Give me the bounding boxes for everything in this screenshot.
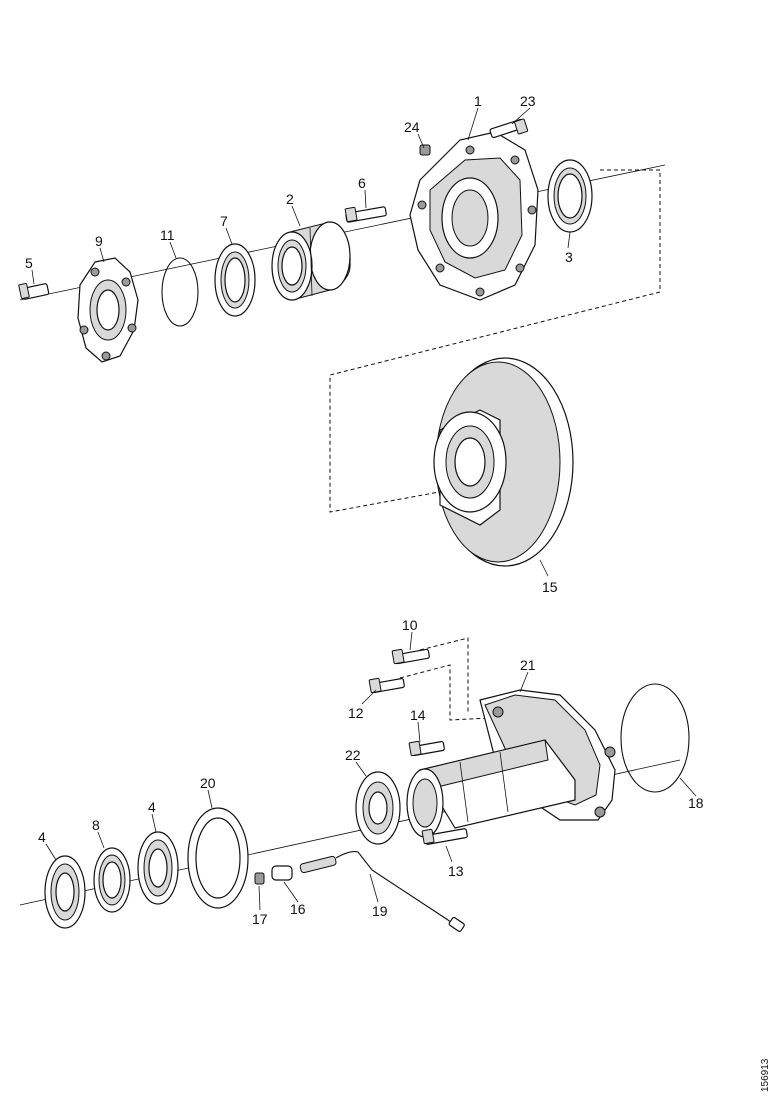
disc-dashed-bracket <box>329 291 661 513</box>
callout-8: 8 <box>92 817 100 833</box>
seal-part-22 <box>355 771 401 845</box>
bearing-ring-part-4-left <box>44 855 86 929</box>
callout-2: 2 <box>286 191 294 207</box>
callout-14: 14 <box>410 707 426 723</box>
hub-part-1 <box>409 131 539 301</box>
actuator-cylinder <box>406 739 576 838</box>
callout-19: 19 <box>372 903 388 919</box>
callout-10: 10 <box>402 617 418 633</box>
callout-6: 6 <box>358 175 366 191</box>
callout-16: 16 <box>290 901 306 917</box>
callout-4-right: 4 <box>148 799 156 815</box>
callout-4-left: 4 <box>38 829 46 845</box>
bolt-part-5 <box>18 283 50 300</box>
nut-part-17 <box>254 872 265 885</box>
leader-lines <box>31 107 697 911</box>
o-ring-part-18 <box>620 683 690 793</box>
callout-12: 12 <box>348 705 364 721</box>
sleeve-part-16 <box>271 865 293 881</box>
callout-13: 13 <box>448 863 464 879</box>
lower-dashed-bracket-12 <box>399 664 491 721</box>
callout-21: 21 <box>520 657 536 673</box>
bearing-ring-part-4-right <box>137 831 179 905</box>
callout-17: 17 <box>252 911 268 927</box>
bolt-part-23 <box>489 118 529 139</box>
stud-part-13 <box>421 828 468 845</box>
shim-ring-part-20 <box>187 807 249 909</box>
callout-3: 3 <box>565 249 573 265</box>
figure-id: 156913 <box>760 1058 771 1092</box>
flange-part-9 <box>77 257 139 363</box>
bolt-part-14 <box>408 740 445 757</box>
seal-part-3 <box>547 159 593 233</box>
callout-7: 7 <box>220 213 228 229</box>
upper-dashed-bracket <box>600 169 661 292</box>
o-ring-part-11 <box>161 257 199 327</box>
nut-part-24 <box>419 144 431 156</box>
bolt-part-10 <box>391 648 430 665</box>
callout-18: 18 <box>688 795 704 811</box>
lower-dashed-bracket-10 <box>419 637 469 712</box>
callout-22: 22 <box>345 747 361 763</box>
callout-15: 15 <box>542 579 558 595</box>
callout-5: 5 <box>25 255 33 271</box>
ring-part-8 <box>93 847 131 913</box>
bearing-ring-part-7 <box>214 243 256 317</box>
callout-1: 1 <box>474 93 482 109</box>
callout-23: 23 <box>520 93 536 109</box>
callout-20: 20 <box>200 775 216 791</box>
sensor-cable-part-19 <box>299 851 465 932</box>
callout-9: 9 <box>95 233 103 249</box>
stud-part-6 <box>344 206 387 223</box>
brake-disc-part-15 <box>433 357 574 567</box>
callout-11: 11 <box>160 227 175 243</box>
bearing-part-2 <box>271 221 351 301</box>
bolt-part-12 <box>368 677 405 694</box>
callout-24: 24 <box>404 119 420 135</box>
